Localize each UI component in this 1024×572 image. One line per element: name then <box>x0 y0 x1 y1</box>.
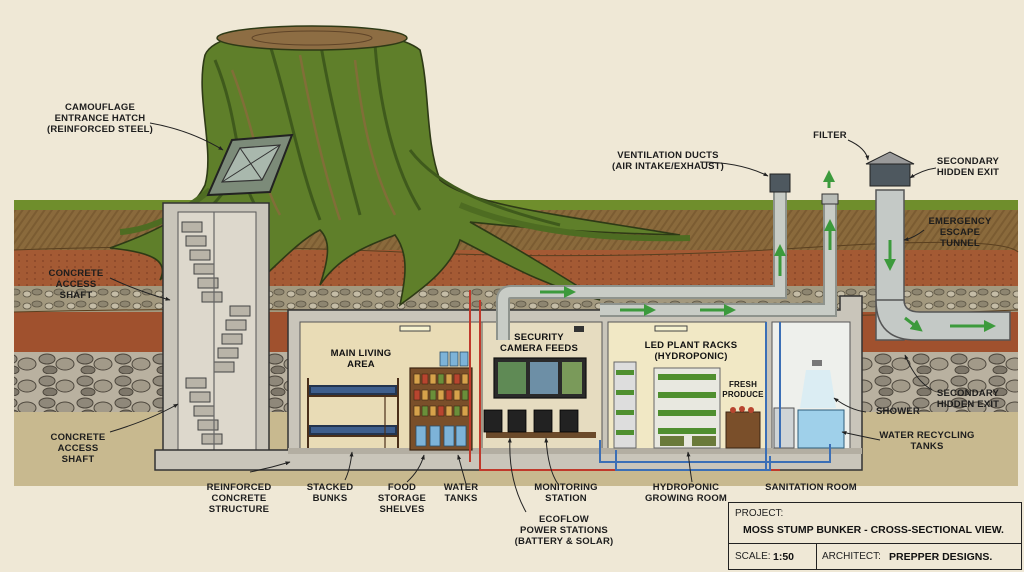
label-reinforced-concrete: REINFORCED CONCRETE STRUCTURE <box>206 482 272 515</box>
label-ecoflow-power: ECOFLOW POWER STATIONS (BATTERY & SOLAR) <box>514 514 614 547</box>
scale-value: 1:50 <box>773 551 795 563</box>
label-hydroponic-growing-room: HYDROPONIC GROWING ROOM <box>644 482 728 504</box>
ceiling-lights <box>399 325 688 332</box>
escape-tunnel <box>865 151 1011 341</box>
label-food-storage: FOOD STORAGE SHELVES <box>377 482 427 515</box>
hydroponic-racks <box>613 361 761 449</box>
label-secondary-exit-top: SECONDARY HIDDEN EXIT <box>936 156 1000 178</box>
sanitation-room <box>773 360 845 449</box>
title-block: PROJECT: MOSS STUMP BUNKER - CROSS-SECTI… <box>728 502 1022 570</box>
label-monitoring-station: MONITORING STATION <box>534 482 598 504</box>
label-security-camera-feeds: SECURITY CAMERA FEEDS <box>499 332 579 354</box>
label-access-shaft-top: CONCRETE ACCESS SHAFT <box>48 268 104 301</box>
label-ventilation-ducts: VENTILATION DUCTS (AIR INTAKE/EXHAUST) <box>611 150 725 172</box>
label-fresh-produce: FRESH PRODUCE <box>722 380 764 399</box>
label-sanitation-room: SANITATION ROOM <box>765 482 857 493</box>
plumbing-pipes <box>469 290 831 471</box>
label-shower: SHOWER <box>876 406 920 417</box>
label-led-plant-racks: LED PLANT RACKS (HYDROPONIC) <box>644 340 738 362</box>
label-stacked-bunks: STACKED BUNKS <box>306 482 354 504</box>
title-block-project-row: PROJECT: MOSS STUMP BUNKER - CROSS-SECTI… <box>729 503 1021 544</box>
label-filter: FILTER <box>813 130 847 141</box>
label-water-tanks: WATER TANKS <box>443 482 479 504</box>
label-main-living-area: MAIN LIVING AREA <box>330 348 392 370</box>
label-water-recycling-tanks: WATER RECYCLING TANKS <box>879 430 975 452</box>
architect-caption: ARCHITECT: <box>822 551 881 562</box>
label-access-shaft-bottom: CONCRETE ACCESS SHAFT <box>50 432 106 465</box>
bunk-beds <box>307 378 399 448</box>
label-secondary-exit-bottom: SECONDARY HIDDEN EXIT <box>936 388 1000 410</box>
monitoring-station <box>483 326 596 438</box>
ventilation-ducts <box>496 170 839 340</box>
food-shelves <box>409 351 473 451</box>
project-name: MOSS STUMP BUNKER - CROSS-SECTIONAL VIEW… <box>743 524 1004 536</box>
label-entrance-hatch: CAMOUFLAGE ENTRANCE HATCH (REINFORCED ST… <box>47 102 153 135</box>
project-caption: PROJECT: <box>735 508 784 519</box>
entrance-hatch <box>206 133 294 197</box>
architect-value: PREPPER DESIGNS. <box>889 551 993 563</box>
label-escape-tunnel: EMERGENCY ESCAPE TUNNEL <box>928 216 992 249</box>
leader-lines <box>109 122 937 513</box>
access-shaft <box>162 202 270 462</box>
title-block-divider <box>816 543 817 569</box>
scale-caption: SCALE: <box>735 551 771 562</box>
